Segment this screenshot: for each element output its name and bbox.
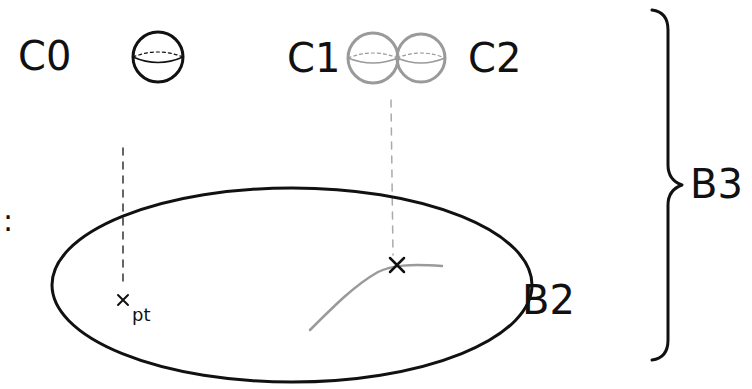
sphere-equator-back — [133, 52, 183, 57]
brace — [652, 10, 682, 360]
discriminant-curve — [310, 265, 442, 330]
space-label: B3 — [690, 164, 743, 204]
base-ellipse — [52, 188, 532, 382]
sphere — [133, 32, 183, 82]
space-label: C1 — [287, 38, 340, 78]
sphere — [348, 33, 398, 83]
space-label: C0 — [18, 36, 71, 76]
punctuation: : — [3, 206, 13, 236]
point-cross — [390, 258, 404, 272]
space-label: B2 — [522, 280, 575, 320]
sphere-equator-back — [348, 53, 445, 58]
point-label: pt — [132, 306, 150, 324]
point-cross — [118, 295, 128, 305]
space-label: C2 — [468, 38, 521, 78]
projection-line — [391, 100, 393, 255]
sphere — [397, 34, 445, 82]
sphere-equator — [133, 57, 183, 63]
sphere-equator — [348, 58, 445, 63]
